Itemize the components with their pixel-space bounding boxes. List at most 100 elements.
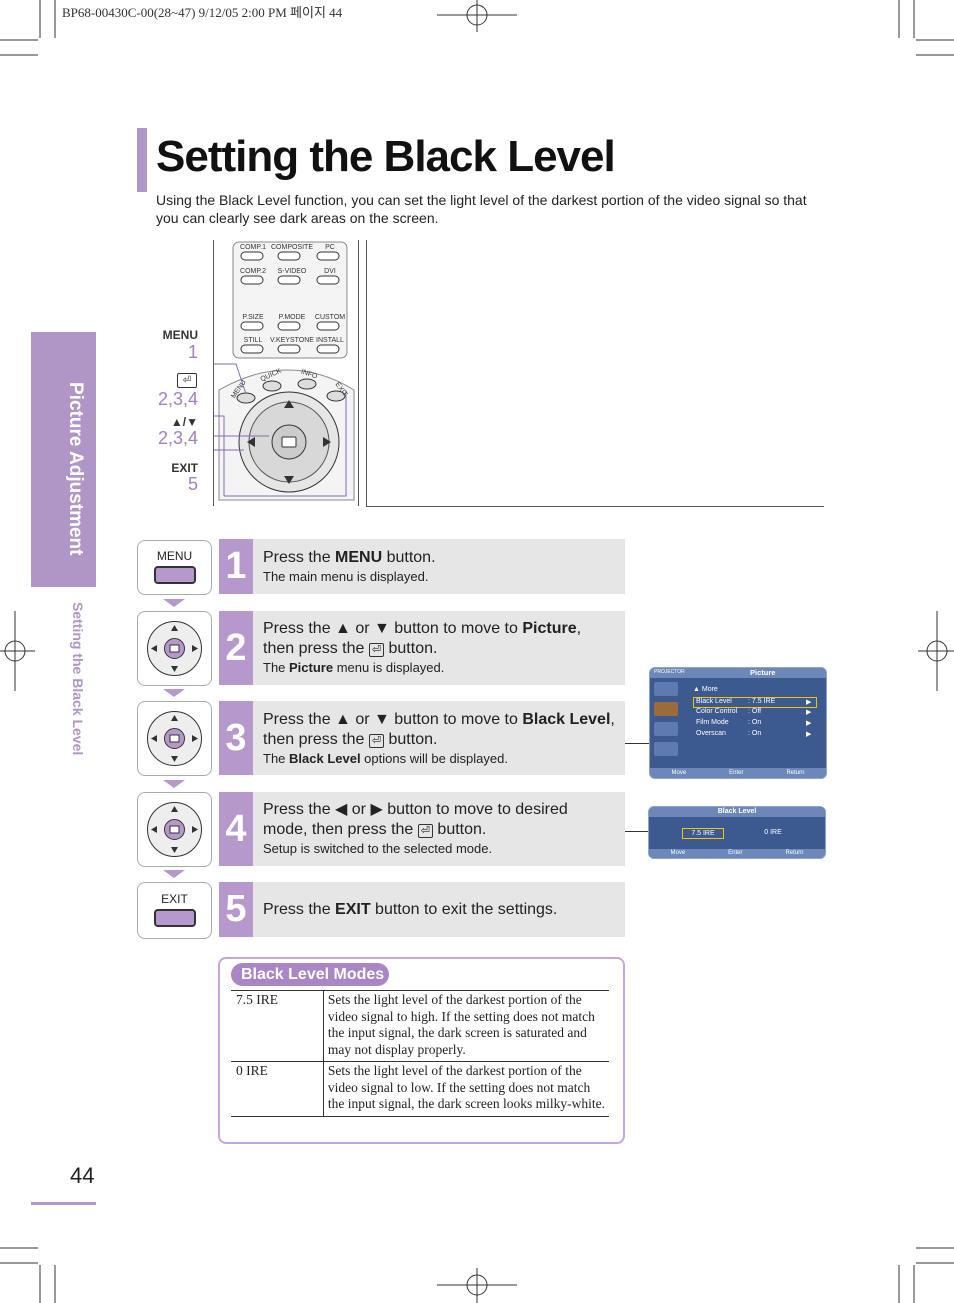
print-header: BP68-00430C-00(28~47) 9/12/05 2:00 PM 페이…: [62, 5, 343, 20]
remote-button-pmode: P.MODE: [278, 314, 306, 321]
page-number: 44: [70, 1163, 95, 1188]
osd-row-label: Overscan: [696, 730, 726, 737]
step-text-4: Press the ◀ or ▶ button to move to desir…: [263, 800, 593, 857]
side-tab-section: Picture Adjustment: [65, 382, 86, 556]
remote-frame-left: [213, 240, 214, 506]
step-number-2: 2: [219, 611, 253, 685]
enter-icon: ⏎: [177, 373, 197, 388]
text-run: button.: [432, 821, 487, 838]
remote-button-comp2: COMP.2: [240, 268, 266, 275]
step-sub-text: Setup is switched to the selected mode.: [263, 840, 593, 857]
step-main-text: Press the EXIT button to exit the settin…: [263, 900, 618, 920]
dpad-icon-4: [137, 792, 212, 867]
osd-picture-footer: Move Enter Return: [650, 768, 826, 778]
bold-term: Picture: [522, 620, 577, 637]
text-run: Press the: [263, 901, 336, 918]
remote-label-updown: ▲/▼: [170, 415, 198, 429]
step-main-text: Press the MENU button.: [263, 548, 618, 568]
osd-row-value: : On: [748, 730, 762, 737]
text-run: button.: [384, 640, 438, 657]
step-arrow-1: [163, 599, 185, 607]
osd-picture-icon: [654, 702, 678, 716]
osd-row-label: ▲ More: [693, 686, 718, 693]
enter-icon: ⏎: [368, 734, 385, 748]
intro-text: Using the Black Level function, you can …: [156, 192, 807, 226]
step-number-3: 3: [219, 701, 253, 775]
osd-black-header: Black Level: [649, 807, 825, 817]
remote-button-pc: PC: [325, 244, 335, 251]
exit-button-icon: EXIT: [137, 882, 212, 939]
osd-row: Color Control: Off▶: [693, 708, 817, 719]
remote-label-exit: EXIT: [171, 461, 198, 475]
connector-line-4: [625, 831, 650, 832]
step-sub-text: The main menu is displayed.: [263, 568, 618, 585]
step-arrow-2: [163, 689, 185, 697]
osd-picture-header: PROJECTOR Picture: [650, 668, 826, 678]
remote-illustration: [214, 241, 355, 501]
remote-button-comp1: COMP.1: [240, 244, 266, 251]
step-text-3: Press the ▲ or ▼ button to move to Black…: [263, 710, 621, 767]
osd-row-value: : Off: [748, 708, 762, 715]
step-main-text: Press the ▲ or ▼ button to move to Pictu…: [263, 619, 603, 659]
remote-frame-right2: [366, 240, 367, 506]
bold-term: Black Level: [522, 711, 611, 728]
step-main-text: Press the ◀ or ▶ button to move to desir…: [263, 800, 593, 840]
remote-button-still: STILL: [243, 337, 263, 344]
dpad-icon: [147, 621, 202, 676]
remote-button-custom: CUSTOM: [314, 314, 346, 321]
remote-button-svideo: S-VIDEO: [277, 268, 307, 275]
osd-row-arrow: ▶: [806, 709, 812, 716]
step-card-3: [219, 701, 625, 775]
enter-icon: ⏎: [368, 643, 385, 657]
remote-num-menu: 1: [187, 342, 198, 362]
modes-row: 0 IRE Sets the light level of the darkes…: [231, 1062, 609, 1117]
text-run: The: [263, 751, 290, 766]
menu-icon: [153, 566, 196, 584]
text-run: button to exit the settings.: [370, 901, 558, 918]
osd-row-value: : On: [748, 719, 762, 726]
osd-row-arrow: ▶: [806, 699, 812, 706]
exit-icon: [153, 909, 196, 927]
connector-line-3: [625, 743, 650, 744]
step-arrow-3: [163, 780, 185, 788]
text-run: , then press the: [263, 711, 615, 748]
step-main-text: Press the ▲ or ▼ button to move to Black…: [263, 710, 621, 750]
remote-button-install: INSTALL: [316, 337, 344, 344]
osd-footer-move: Move: [671, 770, 687, 776]
mode-description: Sets the light level of the darkest port…: [327, 1063, 605, 1111]
dpad-icon: [147, 711, 202, 766]
osd-row: Overscan: On▶: [693, 730, 817, 741]
remote-frame-right: [358, 240, 359, 506]
osd-footer-enter: Enter: [728, 850, 743, 856]
osd-black-option-selected: 7.5 IRE: [682, 828, 724, 839]
osd-black-level-menu: Black Level 7.5 IRE 0 IRE Move Enter Ret…: [648, 806, 826, 859]
text-run: Press the: [263, 549, 336, 566]
modes-box: [218, 957, 625, 1144]
osd-row-value: : 7.5 IRE: [748, 698, 776, 705]
remote-num-updown: 2,3,4: [157, 428, 198, 448]
text-run: Press the ▲ or ▼ button to move to: [263, 620, 523, 637]
text-run: menu is displayed.: [333, 660, 445, 675]
step-card-2: [219, 611, 625, 685]
osd-picture-rows: ▲ More Black Level: 7.5 IRE▶ Color Contr…: [693, 686, 817, 741]
side-tab: [31, 332, 96, 587]
remote-num-exit: 5: [187, 474, 198, 494]
step-text-1: Press the MENU button. The main menu is …: [263, 548, 618, 585]
step-arrow-4: [163, 870, 185, 878]
bold-term: MENU: [335, 549, 383, 566]
osd-row-selected: Black Level: 7.5 IRE▶: [693, 697, 817, 708]
osd-black-option: 0 IRE: [764, 829, 782, 836]
step-number-1: 1: [219, 539, 253, 594]
osd-tv-icon: [654, 682, 678, 696]
step-text-5: Press the EXIT button to exit the settin…: [263, 900, 618, 920]
step-card-4: [219, 792, 625, 866]
remote-num-enter: 2,3,4: [157, 389, 198, 409]
osd-row-label: Film Mode: [696, 719, 729, 726]
dpad-icon-2: [137, 611, 212, 686]
remote-label-menu: MENU: [162, 328, 198, 342]
step-sub-text: The Picture menu is displayed.: [263, 659, 603, 676]
step-text-2: Press the ▲ or ▼ button to move to Pictu…: [263, 619, 603, 676]
exit-icon-label: EXIT: [161, 892, 188, 906]
osd-footer-return: Return: [786, 770, 805, 776]
